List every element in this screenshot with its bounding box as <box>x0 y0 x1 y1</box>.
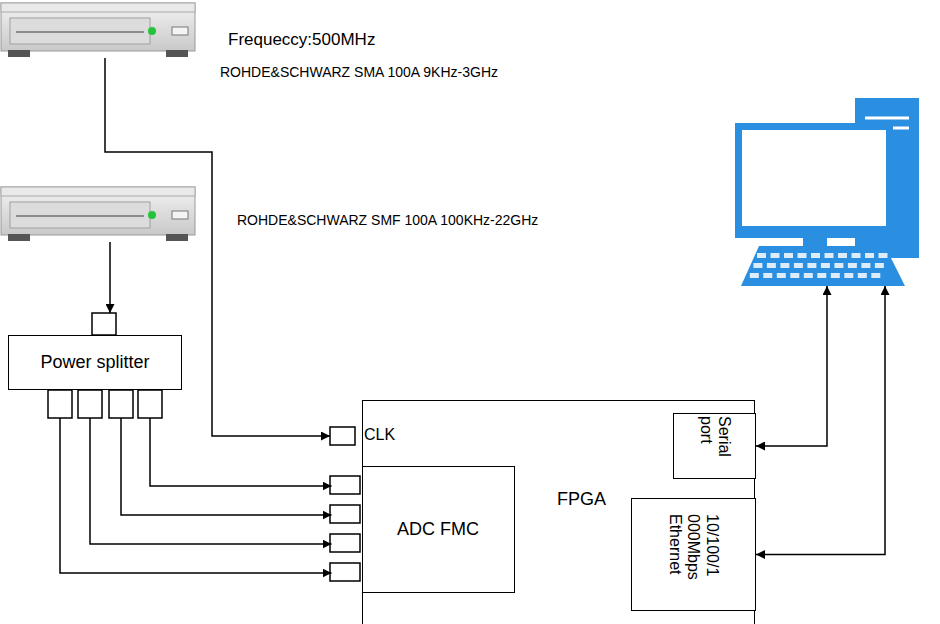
interface-port-box: Serial port <box>673 413 756 479</box>
splitter-output-port <box>109 390 133 418</box>
adc-port <box>330 534 360 552</box>
signal-connector <box>756 286 885 555</box>
signal-connector <box>150 418 332 486</box>
adc-port <box>330 563 360 581</box>
signal-generator-icon <box>0 2 196 62</box>
fpga-board: FPGA ADC FMC Serial port 10/100/1 000Mbps E… <box>362 400 755 624</box>
splitter-input-port <box>92 313 116 335</box>
label-holder: CLK <box>364 426 395 444</box>
host-computer <box>733 96 925 288</box>
signal-generator: ROHDE&SCHWARZ SMF 100A 100KHz-22GHz <box>0 186 196 242</box>
instrument-caption: ROHDE&SCHWARZ SMF 100A 100KHz-22GHz <box>237 212 538 228</box>
splitter-output-port <box>48 390 72 418</box>
signal-connector <box>90 418 332 544</box>
signal-generator: Frequeccy:500MHzROHDE&SCHWARZ SMA 100A 9… <box>0 2 196 58</box>
adc-port <box>330 476 360 494</box>
signal-connector <box>121 418 332 515</box>
splitter-output-port <box>78 390 102 418</box>
computer-icon <box>733 96 925 288</box>
rotated-text-holder: 10/100/1 000Mbps Ethernet <box>632 499 754 609</box>
instrument-caption: ROHDE&SCHWARZ SMA 100A 9KHz-3GHz <box>220 64 498 80</box>
signal-generator-icon <box>0 186 196 246</box>
port-name: Serial port <box>696 416 733 476</box>
clk-port <box>330 427 355 445</box>
interface-port-box: 10/100/1 000Mbps Ethernet <box>631 498 756 611</box>
module-box: ADC FMC <box>362 466 515 593</box>
signal-connector <box>60 418 332 573</box>
board-title: FPGA <box>557 489 606 510</box>
box-label: Power splitter <box>40 352 149 373</box>
instrument-caption: Frequeccy:500MHz <box>228 30 375 50</box>
adc-port <box>330 505 360 523</box>
splitter-output-port <box>138 390 162 418</box>
signal-connector <box>756 286 827 446</box>
splitter-box: Power splitter <box>8 335 182 390</box>
rotated-text-holder: Serial port <box>674 414 754 477</box>
box-label: ADC FMC <box>397 519 479 540</box>
port-name: 10/100/1 000Mbps Ethernet <box>665 514 720 594</box>
signal-connector <box>109 242 111 313</box>
signal-name: CLK <box>364 426 395 444</box>
